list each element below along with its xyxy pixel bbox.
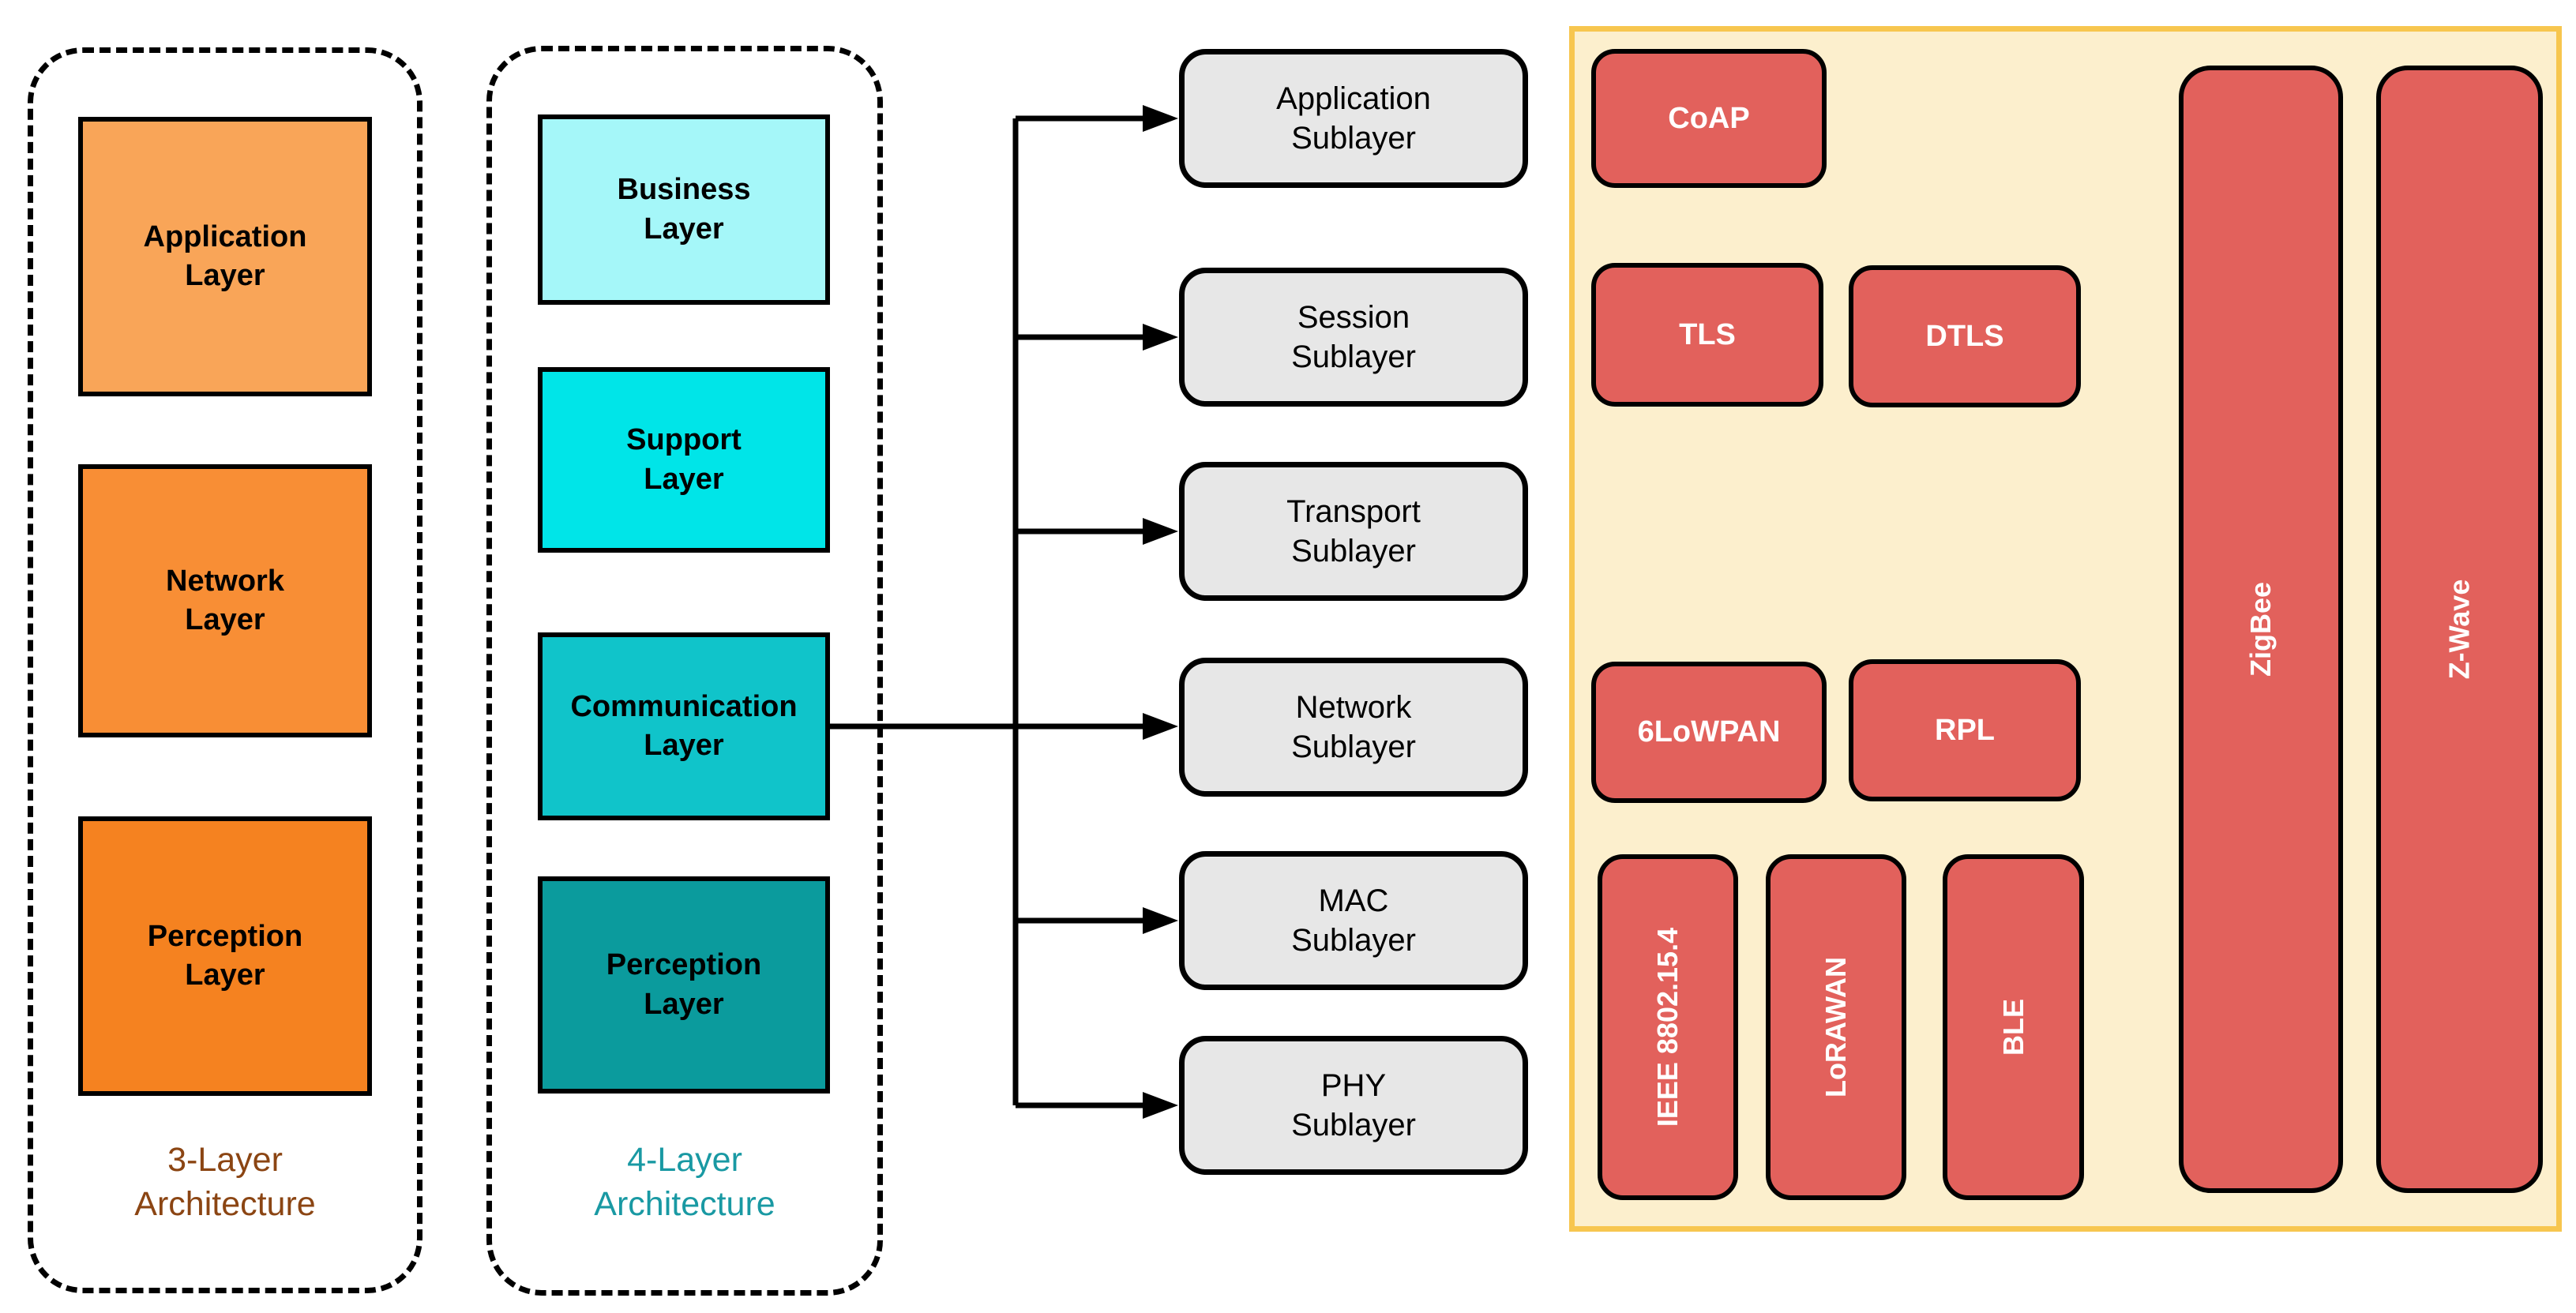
- layer-box-application-3layer: Application Layer: [78, 117, 372, 396]
- protocol-box-lorawan: LoRAWAN: [1766, 854, 1906, 1200]
- protocol-box-zigbee: ZigBee: [2179, 66, 2343, 1193]
- layer-box-business-4layer: Business Layer: [538, 114, 830, 305]
- protocol-label-ble: BLE: [1996, 999, 2030, 1056]
- sublayer-box-phy: PHY Sublayer: [1179, 1036, 1528, 1175]
- protocol-box-zwave: Z-Wave: [2376, 66, 2543, 1193]
- sublayer-box-session: Session Sublayer: [1179, 268, 1528, 407]
- layer-box-communication-4layer: Communication Layer: [538, 632, 830, 820]
- four-layer-caption: 4-Layer Architecture: [594, 1141, 775, 1223]
- protocol-box-tls: TLS: [1591, 263, 1823, 407]
- sublayer-box-application: Application Sublayer: [1179, 49, 1528, 188]
- protocol-label-zwave: Z-Wave: [2443, 579, 2476, 680]
- layer-box-perception-4layer: Perception Layer: [538, 876, 830, 1094]
- protocol-box-6lowpan: 6LoWPAN: [1591, 662, 1827, 803]
- protocol-box-dtls: DTLS: [1849, 265, 2081, 407]
- protocol-label-lorawan: LoRAWAN: [1819, 957, 1853, 1097]
- sublayer-box-mac: MAC Sublayer: [1179, 851, 1528, 990]
- three-layer-architecture-group: [28, 47, 422, 1293]
- protocol-box-ble: BLE: [1943, 854, 2084, 1200]
- protocol-box-coap: CoAP: [1591, 49, 1827, 188]
- layer-box-support-4layer: Support Layer: [538, 367, 830, 553]
- protocols-panel: CoAP TLS DTLS 6LoWPAN RPL IEEE 8802.15.4…: [1569, 26, 2562, 1232]
- layer-box-network-3layer: Network Layer: [78, 464, 372, 737]
- protocol-label-zigbee: ZigBee: [2244, 581, 2277, 677]
- four-layer-architecture-group: [486, 46, 883, 1296]
- sublayer-box-network: Network Sublayer: [1179, 658, 1528, 797]
- layer-box-perception-3layer: Perception Layer: [78, 816, 372, 1096]
- sublayer-box-transport: Transport Sublayer: [1179, 462, 1528, 601]
- protocol-label-ieee-8802-15-4: IEEE 8802.15.4: [1651, 927, 1684, 1127]
- protocol-box-rpl: RPL: [1849, 659, 2081, 801]
- protocol-box-ieee-8802-15-4: IEEE 8802.15.4: [1598, 854, 1738, 1200]
- three-layer-caption: 3-Layer Architecture: [134, 1141, 316, 1223]
